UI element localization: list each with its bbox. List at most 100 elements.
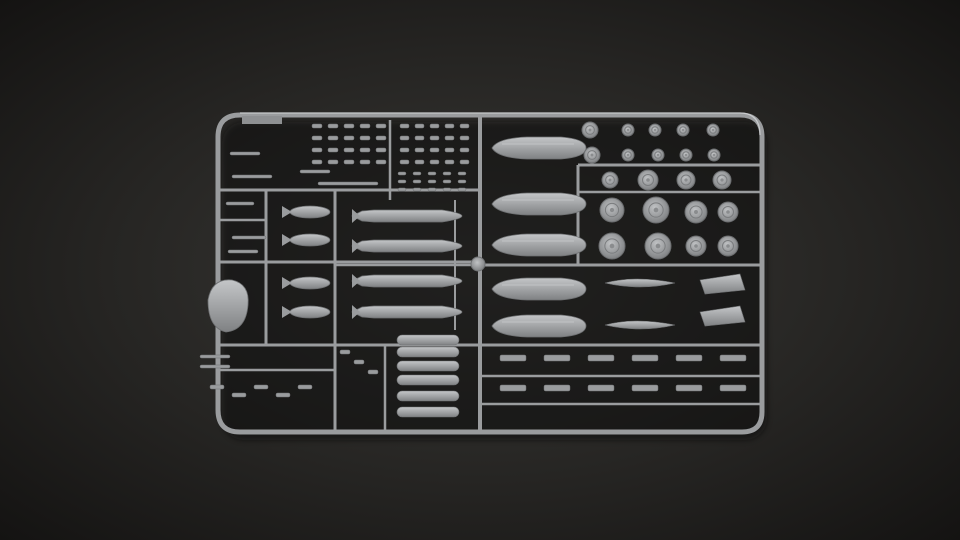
small-part <box>442 171 452 176</box>
small-part <box>199 354 231 359</box>
drop-tank <box>491 136 587 160</box>
wheel-rim <box>642 174 654 186</box>
small-part <box>414 159 425 165</box>
small-part <box>587 384 615 392</box>
wheels-group <box>581 121 739 260</box>
small-part <box>397 187 407 192</box>
small-part <box>343 123 355 129</box>
small-part <box>399 135 410 141</box>
wheel-hub <box>653 128 657 132</box>
wheel-rim <box>624 126 632 134</box>
cylinder-part <box>396 334 460 346</box>
small-part <box>253 384 269 390</box>
small-part <box>399 123 410 129</box>
wheel-hub <box>626 128 630 132</box>
small-bomb-body <box>289 233 331 247</box>
wheel <box>642 196 670 224</box>
small-part <box>199 364 231 369</box>
wheel-rim <box>651 126 659 134</box>
wheel-hub <box>626 153 630 157</box>
small-part <box>231 392 247 398</box>
small-part <box>343 159 355 165</box>
small-part <box>459 159 470 165</box>
small-part <box>231 235 267 240</box>
wheel <box>676 170 696 190</box>
small-part <box>343 147 355 153</box>
wheel-hub <box>694 244 698 248</box>
wheel-rim <box>710 151 718 159</box>
wheel <box>621 123 635 137</box>
small-bomb <box>282 205 331 219</box>
small-part <box>359 123 371 129</box>
small-part <box>375 123 387 129</box>
bomb-body <box>351 209 463 223</box>
small-bomb-body <box>289 276 331 290</box>
bomb-fin <box>352 209 360 223</box>
small-part <box>457 171 467 176</box>
drop-tank <box>491 192 587 216</box>
wheel-rim <box>680 174 692 186</box>
small-part <box>543 384 571 392</box>
drop-tank-body <box>491 314 587 338</box>
small-part <box>459 147 470 153</box>
small-part <box>457 187 467 192</box>
wheel-hub <box>588 128 592 132</box>
drop-tank <box>491 314 587 338</box>
bomb-body <box>351 239 463 253</box>
wheel <box>651 148 665 162</box>
cylinder-body <box>396 334 460 346</box>
bomb-fin <box>352 239 360 253</box>
drop-tank <box>491 233 587 257</box>
small-part <box>427 179 437 184</box>
wheel <box>712 170 732 190</box>
small-bomb-body <box>289 205 331 219</box>
small-part <box>375 159 387 165</box>
wheel-hub <box>609 243 615 249</box>
small-bomb-fin <box>282 234 292 246</box>
wheel-rim <box>624 151 632 159</box>
wheel-hub <box>681 128 685 132</box>
small-part <box>299 169 331 174</box>
wheel-rim <box>648 202 664 218</box>
small-part <box>227 249 259 254</box>
small-part <box>375 135 387 141</box>
cylinder-part <box>396 390 460 402</box>
wheel <box>644 232 672 260</box>
wheel-rim <box>722 240 734 252</box>
small-part <box>587 354 615 362</box>
small-part <box>414 147 425 153</box>
small-part <box>444 123 455 129</box>
fuselage-part <box>207 279 249 333</box>
small-part <box>229 151 261 156</box>
central-gate-hub <box>470 256 486 272</box>
wheel-hub <box>711 128 715 132</box>
small-part <box>442 179 452 184</box>
small-part <box>397 171 407 176</box>
wheel-hub <box>646 178 650 182</box>
small-part <box>444 135 455 141</box>
small-part <box>327 135 339 141</box>
wheel <box>637 169 659 191</box>
cylinder-parts-group <box>396 334 460 418</box>
small-part <box>499 354 527 362</box>
small-part <box>399 159 410 165</box>
propeller-blade <box>604 278 676 288</box>
small-part <box>675 354 703 362</box>
small-part <box>412 179 422 184</box>
small-part <box>317 181 379 186</box>
wing-part <box>699 273 746 295</box>
small-part <box>412 187 422 192</box>
wheel <box>583 146 601 164</box>
wheel <box>648 123 662 137</box>
small-part <box>412 171 422 176</box>
small-part <box>353 359 365 365</box>
wheel <box>599 197 625 223</box>
small-part <box>339 349 351 355</box>
small-part <box>311 159 323 165</box>
wheel <box>717 201 739 223</box>
small-bomb <box>282 233 331 247</box>
bomb <box>351 209 463 223</box>
small-part <box>359 159 371 165</box>
small-bomb-fin <box>282 277 292 289</box>
wheel-hub <box>726 244 730 248</box>
